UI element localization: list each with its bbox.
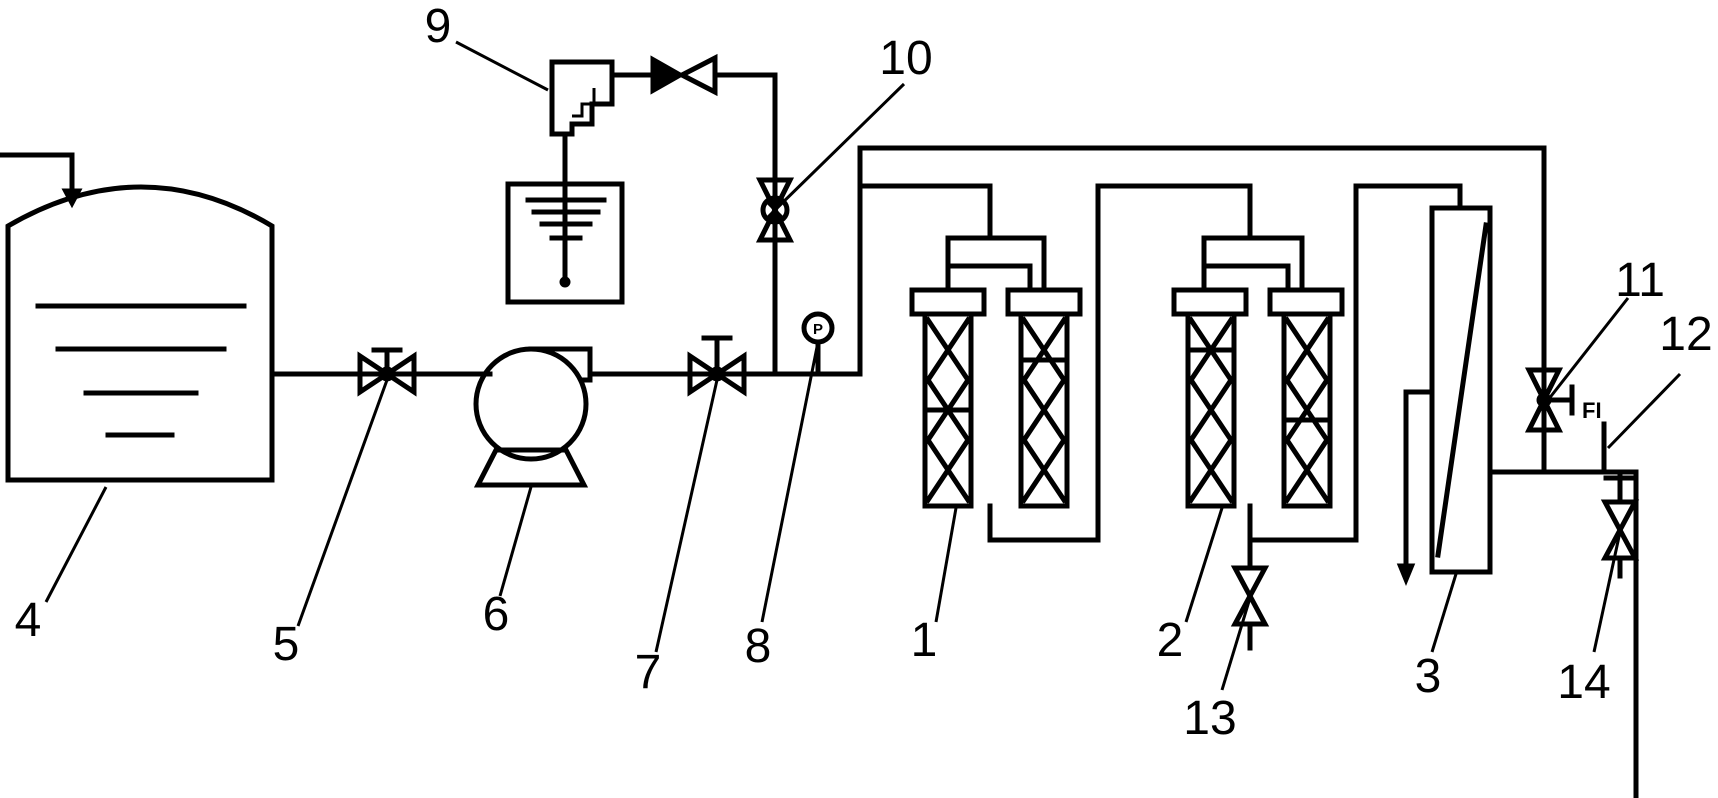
valve-14 (1600, 469, 1640, 579)
label-1: 1 (911, 614, 938, 667)
label-11: 11 (1615, 254, 1665, 307)
membrane-column (1396, 183, 1639, 798)
label-9: 9 (425, 0, 452, 53)
flow-indicator: FI (1582, 398, 1607, 475)
number-labels: 4 5 6 7 8 9 10 1 2 13 3 14 11 12 (15, 0, 1713, 745)
filter-group-2 (1171, 183, 1463, 543)
drain-valve-13 (1230, 537, 1270, 651)
storage-tank (5, 184, 275, 483)
centrifugal-pump (473, 346, 743, 488)
label-13: 13 (1183, 692, 1236, 745)
label-10: 10 (879, 32, 932, 85)
pipe-header-outer (857, 145, 1547, 473)
label-4: 4 (15, 594, 42, 647)
flow-indicator-text: FI (1582, 398, 1602, 423)
label-14: 14 (1557, 656, 1610, 709)
label-5: 5 (273, 618, 300, 671)
valve-5 (357, 347, 417, 397)
dosing-pump (549, 59, 615, 283)
label-6: 6 (483, 588, 510, 641)
label-3: 3 (1415, 650, 1442, 703)
dosing-tank (505, 181, 625, 305)
filter-group-1 (909, 183, 1253, 543)
label-2: 2 (1157, 614, 1184, 667)
check-valve (650, 53, 718, 97)
label-8: 8 (745, 620, 772, 673)
pipe-header-inner (857, 183, 993, 241)
valve-7 (687, 335, 747, 397)
label-12: 12 (1659, 308, 1712, 361)
inlet-arrow (0, 152, 83, 209)
gauge-symbol: P (813, 321, 823, 338)
leader-lines (44, 40, 1682, 691)
label-7: 7 (635, 646, 662, 699)
pipe-dosing-branch (712, 72, 778, 377)
